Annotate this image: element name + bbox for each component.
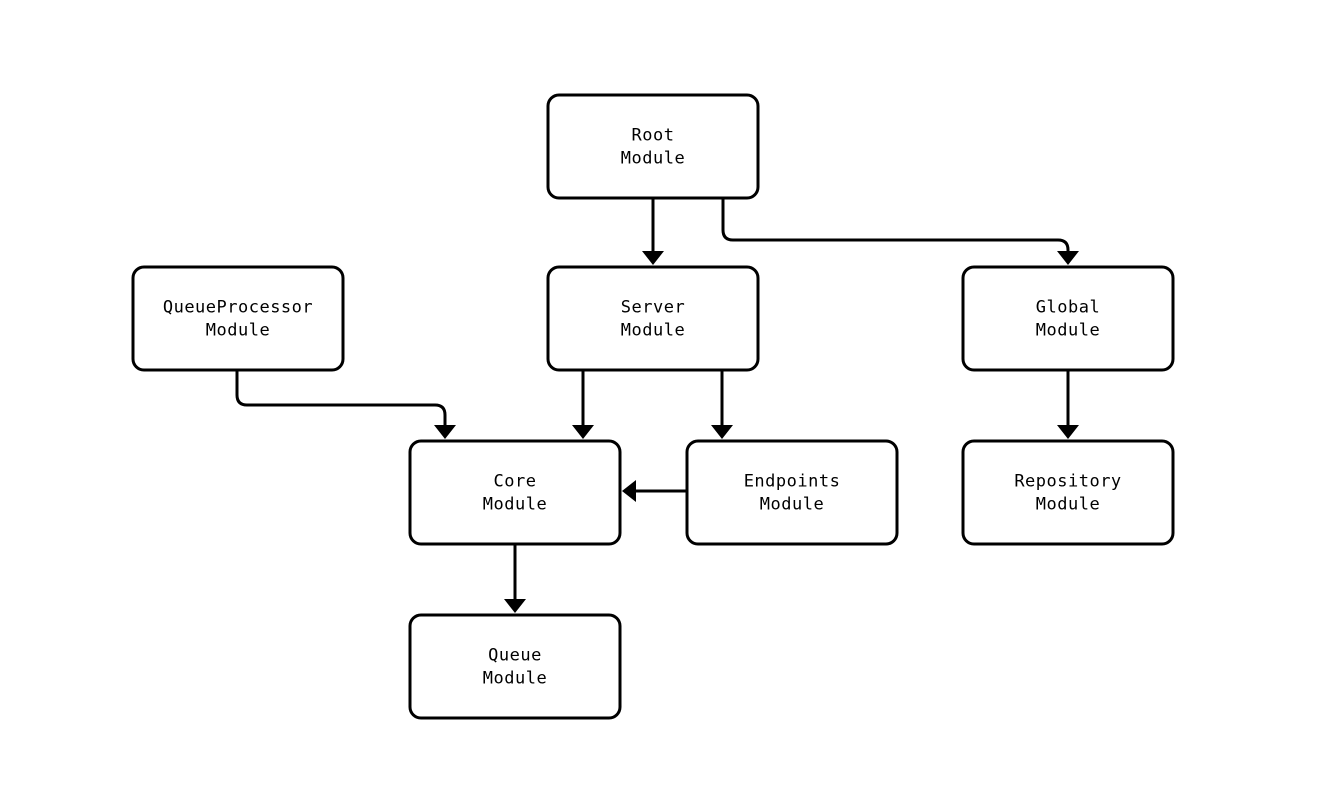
edge-line-queueprocessor-to-core	[235, 370, 447, 429]
node-label-line1-server: Server	[621, 298, 685, 318]
node-label-line1-queueprocessor: QueueProcessor	[163, 298, 313, 318]
node-label-line2-queue: Module	[483, 669, 547, 689]
node-label-line2-endpoints: Module	[760, 495, 824, 515]
edge-core-to-queue	[504, 544, 526, 613]
node-label-line1-global: Global	[1036, 298, 1100, 318]
arrowhead-root-to-server	[642, 251, 664, 265]
arrowhead-root-to-global	[1057, 251, 1079, 265]
edge-queueprocessor-to-core	[235, 370, 456, 439]
arrowhead-queueprocessor-to-core	[434, 425, 456, 439]
edge-endpoints-to-core	[622, 480, 687, 502]
node-label-line1-core: Core	[494, 472, 537, 492]
node-label-line1-queue: Queue	[488, 646, 542, 666]
edge-server-to-endpoints	[711, 370, 733, 439]
node-box-server[interactable]	[546, 265, 760, 372]
node-box-queueprocessor[interactable]	[131, 265, 345, 372]
node-box-root[interactable]	[546, 93, 760, 200]
edge-global-to-repository	[1057, 370, 1079, 439]
node-label-line2-repository: Module	[1036, 495, 1100, 515]
arrowhead-global-to-repository	[1057, 425, 1079, 439]
node-label-line2-global: Module	[1036, 321, 1100, 341]
edge-line-root-to-global	[721, 198, 1070, 255]
arrowhead-endpoints-to-core	[622, 480, 636, 502]
edges-layer	[235, 198, 1079, 613]
arrowhead-server-to-endpoints	[711, 425, 733, 439]
edge-root-to-server	[642, 198, 664, 265]
arrowhead-server-to-core	[572, 425, 594, 439]
node-box-queue[interactable]	[408, 613, 622, 720]
node-box-core[interactable]	[408, 439, 622, 546]
node-box-repository[interactable]	[961, 439, 1175, 546]
node-label-line2-queueprocessor: Module	[206, 321, 270, 341]
node-label-line2-core: Module	[483, 495, 547, 515]
edge-root-to-global	[721, 198, 1079, 265]
arrowhead-core-to-queue	[504, 599, 526, 613]
node-label-line1-repository: Repository	[1014, 472, 1121, 492]
node-label-line2-root: Module	[621, 149, 685, 169]
node-label-line2-server: Module	[621, 321, 685, 341]
node-box-global[interactable]	[961, 265, 1175, 372]
edge-server-to-core	[572, 370, 594, 439]
node-box-endpoints[interactable]	[685, 439, 899, 546]
node-label-line1-endpoints: Endpoints	[744, 472, 841, 492]
nodes-layer: RootModuleQueueProcessorModuleServerModu…	[131, 93, 1175, 720]
node-label-line1-root: Root	[632, 126, 675, 146]
